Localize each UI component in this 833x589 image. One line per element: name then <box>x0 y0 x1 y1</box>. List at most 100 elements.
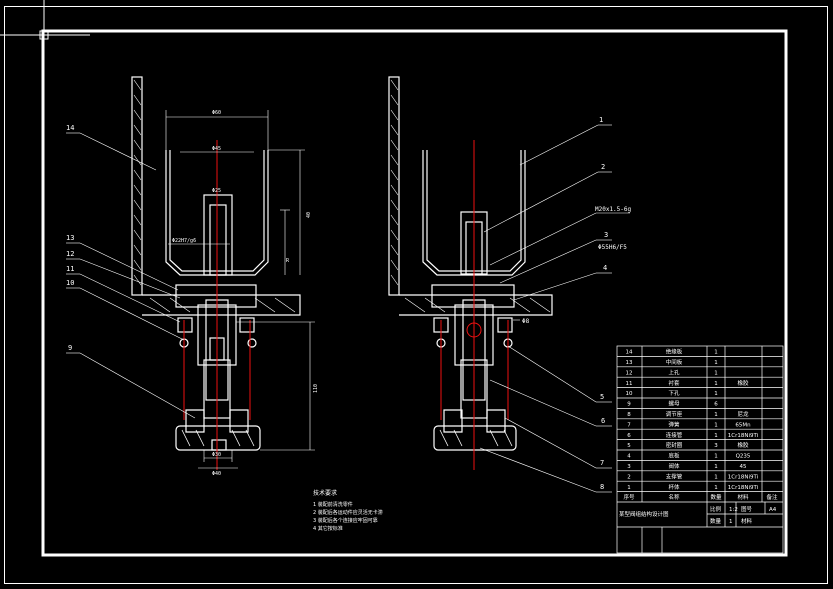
left-section-view <box>131 76 301 451</box>
table-cell-no: 4 <box>627 454 631 460</box>
table-cell-name: 密封圈 <box>666 441 683 449</box>
table-cell-material: 橡胶 <box>737 379 749 387</box>
right-part-labels: 1 2 3 4 5 6 7 8 <box>599 116 608 491</box>
left-part-labels: 14 13 12 11 10 9 <box>66 124 74 352</box>
table-cell-qty: 1 <box>714 391 718 397</box>
table-header-cell: 数量 <box>710 493 722 501</box>
left-dimension-lines <box>165 110 315 469</box>
table-cell-material: 橡胶 <box>737 441 749 449</box>
table-header-cell: 序号 <box>623 493 635 501</box>
table-cell-no: 2 <box>627 474 631 480</box>
table-cell-qty: 1 <box>714 485 718 491</box>
table-cell-no: 1 <box>627 485 631 491</box>
title-block-size: A4 <box>769 507 777 513</box>
tech-notes-title: 技术要求 <box>313 489 337 497</box>
left-dimension-texts: Φ60 Φ45 Φ25 Φ22H7/g6 40 R 110 Φ30 Φ40 <box>172 110 319 477</box>
table-header-cell: 备注 <box>766 493 778 501</box>
label-right: 8 <box>600 483 604 491</box>
table-cell-qty: 1 <box>714 422 718 428</box>
table-cell-name: 调节座 <box>666 410 683 418</box>
table-cell-no: 9 <box>627 402 631 408</box>
title-block-sheet-label: 数量 <box>710 517 722 525</box>
table-cell-name: 中间板 <box>666 358 683 366</box>
table-cell-name: 弹簧 <box>668 420 680 428</box>
dim-h-r: R <box>286 258 290 264</box>
table-cell-qty: 1 <box>714 381 718 387</box>
callout-thread: M20x1.5-6g <box>595 206 632 213</box>
tech-note-line: 1 装配前清洗零件 <box>313 501 353 508</box>
dim-h-long: 110 <box>313 384 319 393</box>
table-cell-no: 7 <box>627 422 631 428</box>
table-cell-no: 8 <box>627 412 631 418</box>
label-left: 11 <box>66 265 74 273</box>
table-cell-name: 衬套 <box>668 379 680 387</box>
table-cell-material: Q235 <box>736 454 751 460</box>
callout-hole: Φ8 <box>522 318 530 325</box>
parts-list-table <box>616 345 784 554</box>
title-block-material-label: 材料 <box>741 517 753 525</box>
technical-requirements: 技术要求 1 装配前清洗零件 2 装配后各运动件应灵活无卡滞 3 装配后各个连接… <box>313 489 383 532</box>
label-right: 3 <box>604 231 608 239</box>
table-cell-name: 阀体 <box>668 462 680 470</box>
table-cell-qty: 3 <box>714 443 718 449</box>
table-cell-qty: 1 <box>714 464 718 470</box>
label-left: 14 <box>66 124 74 132</box>
table-header-cell: 名称 <box>668 493 680 501</box>
label-right: 4 <box>603 264 607 272</box>
title-block-scale: 1:2 <box>729 507 738 513</box>
table-cell-qty: 1 <box>714 412 718 418</box>
title-block-text: 某型阀组结构设计图 比例 1:2 图号 A4 数量 1 材料 <box>619 505 777 525</box>
table-cell-name: 上孔 <box>668 368 680 376</box>
label-left: 12 <box>66 250 74 258</box>
dim-d-mid: Φ45 <box>212 146 221 152</box>
table-cell-no: 10 <box>626 391 633 397</box>
table-cell-name: 下孔 <box>668 389 680 397</box>
dim-h-40: 40 <box>306 212 312 218</box>
table-cell-no: 13 <box>626 360 633 366</box>
label-left: 13 <box>66 234 74 242</box>
table-cell-qty: 1 <box>714 474 718 480</box>
table-cell-material: 65Mn <box>735 422 751 428</box>
title-block-scale-label: 比例 <box>710 505 722 513</box>
table-cell-name: 支撑管 <box>666 472 683 480</box>
table-cell-no: 12 <box>626 370 633 376</box>
table-cell-name: 螺母 <box>668 400 680 408</box>
title-block-sheet: 1 <box>729 519 733 525</box>
dim-d-bottom2: Φ40 <box>212 471 221 477</box>
table-cell-no: 3 <box>627 464 631 470</box>
table-cell-qty: 1 <box>714 360 718 366</box>
table-header-cell: 材料 <box>737 493 749 501</box>
table-cell-qty: 1 <box>714 454 718 460</box>
label-right: 2 <box>601 163 605 171</box>
table-cell-qty: 1 <box>714 370 718 376</box>
right-callouts: M20x1.5-6g Φ55H6/F5 Φ8 <box>522 206 632 325</box>
table-cell-name: 杯体 <box>668 483 680 491</box>
table-cell-qty: 1 <box>714 350 718 356</box>
label-right: 6 <box>601 417 605 425</box>
left-leaders <box>66 132 196 419</box>
table-cell-no: 11 <box>626 381 633 387</box>
title-block-name: 某型阀组结构设计图 <box>619 510 669 518</box>
table-cell-name: 底板 <box>668 452 680 460</box>
right-leaders <box>479 124 630 493</box>
right-centerlines <box>440 140 509 470</box>
dim-d-inner: Φ25 <box>212 188 221 194</box>
inner-frame <box>41 29 788 557</box>
dim-d-bottom1: Φ30 <box>212 452 221 458</box>
table-cell-material: 1Cr18Ni9Ti <box>728 433 759 439</box>
table-cell-no: 14 <box>626 350 633 356</box>
label-right: 1 <box>599 116 603 124</box>
label-left: 9 <box>68 344 72 352</box>
table-cell-name: 绝缘板 <box>666 348 683 356</box>
tech-note-line: 3 装配后各个连接应牢固可靠 <box>313 517 378 524</box>
table-cell-material: 1Cr18Ni9Ti <box>728 485 759 491</box>
title-block-drawing-no-label: 图号 <box>741 505 753 513</box>
dim-d-fit: Φ22H7/g6 <box>172 238 196 244</box>
dim-d-top: Φ60 <box>212 110 221 116</box>
label-right: 7 <box>600 459 604 467</box>
table-cell-material: 45 <box>740 464 747 470</box>
tech-note-line: 4 其它按标准 <box>313 525 343 532</box>
